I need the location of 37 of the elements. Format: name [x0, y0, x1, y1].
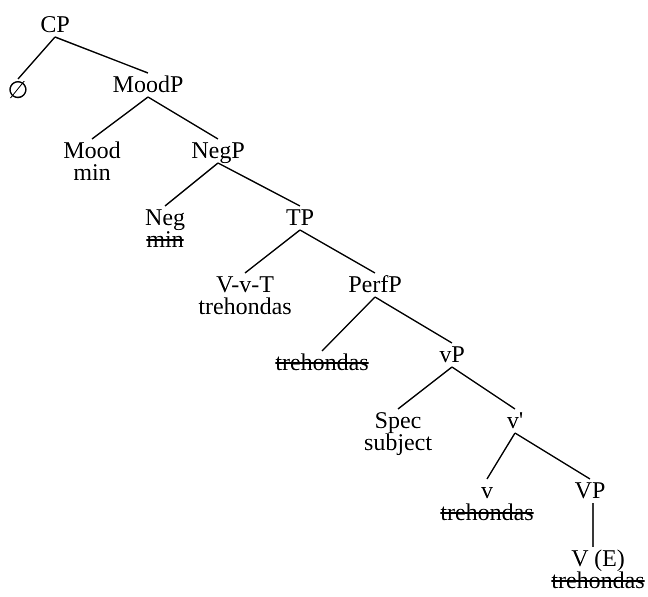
node-label: CP [40, 14, 70, 36]
node-label: NegP [191, 140, 245, 162]
tree-branch [164, 162, 218, 207]
struck-word: trehondas [275, 352, 369, 374]
node-label: ∅ [8, 80, 28, 102]
tree-branch [244, 229, 300, 274]
node-label: Neg [145, 207, 185, 229]
node-label: MoodP [112, 74, 184, 96]
node-label: VP [574, 480, 606, 502]
node-label: trehondas [198, 296, 292, 318]
tree-branch [374, 296, 452, 344]
node-label: vP [439, 344, 465, 366]
tree-branch [17, 36, 56, 80]
tree-branch [218, 162, 300, 207]
node-label: PerfP [348, 274, 402, 296]
struck-word: trehondas [551, 570, 645, 592]
tree-branch [54, 36, 148, 74]
struck-word: min [146, 229, 184, 251]
node-label: Spec [374, 410, 422, 432]
node-label: v' [506, 410, 524, 432]
node-label: min [72, 162, 112, 184]
node-label: V-v-T [216, 274, 274, 296]
node-label: TP [286, 207, 314, 229]
node-label: subject [364, 432, 432, 454]
tree-branch [300, 229, 376, 274]
struck-word: trehondas [440, 502, 534, 524]
tree-branch [592, 503, 594, 547]
tree-branch [514, 432, 590, 480]
tree-branch [452, 366, 516, 410]
node-label: V (E) [571, 548, 625, 570]
node-label: v [481, 480, 493, 502]
tree-branch [148, 96, 218, 140]
node-label: Mood [63, 140, 121, 162]
tree-branch [321, 296, 376, 352]
tree-branch [398, 366, 452, 410]
tree-branch [92, 96, 148, 140]
tree-branch [486, 432, 516, 480]
